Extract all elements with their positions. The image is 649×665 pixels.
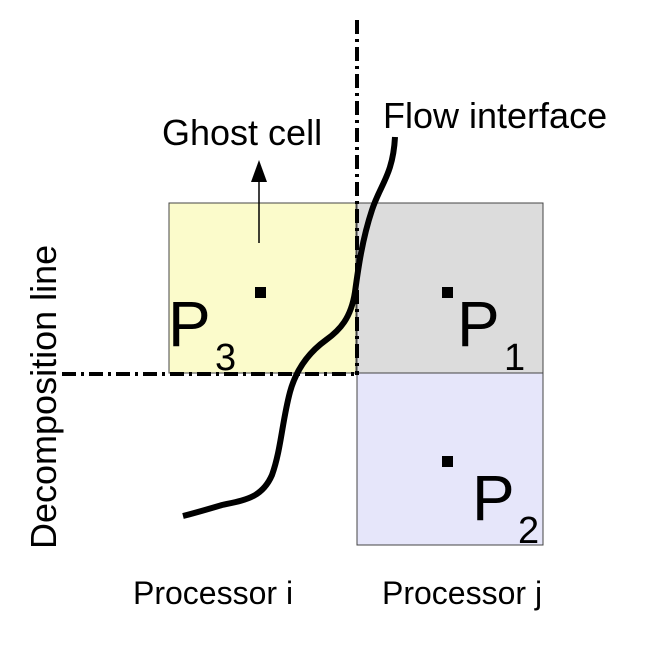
- node-marker-p2: [442, 456, 453, 467]
- point-subscript-3: 3: [215, 337, 236, 379]
- flow-interface-label: Flow interface: [383, 95, 607, 136]
- processor-i-label: Processor i: [133, 575, 293, 611]
- point-subscript-2: 2: [518, 510, 539, 552]
- node-marker-p1: [442, 287, 453, 298]
- decomposition-line-label: Decomposition line: [23, 245, 64, 549]
- node-marker-p3: [255, 287, 266, 298]
- flow-interface-curve: [182, 136, 398, 519]
- point-subscript-1: 1: [504, 337, 525, 379]
- ghost-cell-arrow-head: [251, 160, 267, 182]
- ghost-cell-label: Ghost cell: [162, 112, 322, 153]
- point-label-p3: P: [168, 288, 211, 360]
- point-label-p2: P: [472, 462, 515, 534]
- point-label-p1: P: [457, 288, 500, 360]
- processor-j-label: Processor j: [382, 575, 542, 611]
